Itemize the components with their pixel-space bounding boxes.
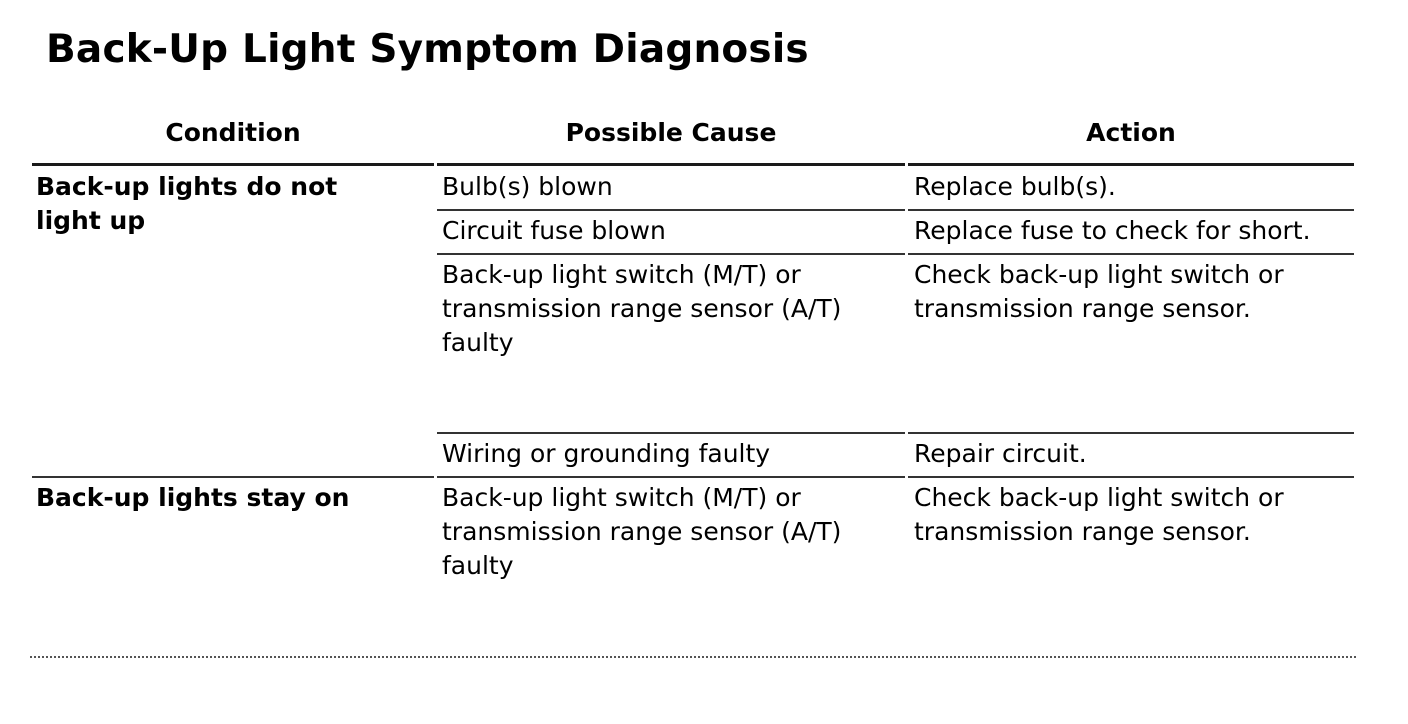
action-1-2-line-1: Replace fuse to check for short.	[914, 216, 1311, 245]
action-2-1-line-1: Check back-up light switch or	[914, 483, 1284, 512]
column-header-condition: Condition	[165, 118, 301, 147]
column-header-action: Action	[1086, 118, 1176, 147]
page-title: Back-Up Light Symptom Diagnosis	[46, 27, 809, 72]
row-rule	[32, 476, 434, 478]
cause-1-3-line-1: Back-up light switch (M/T) or	[442, 260, 801, 289]
row-rule	[908, 476, 1354, 478]
item-rule	[437, 209, 905, 211]
header-rule-cause	[437, 163, 905, 166]
column-header-possible-cause: Possible Cause	[565, 118, 777, 147]
condition-row-1-line-1: Back-up lights do not	[36, 172, 338, 201]
cause-1-1-line-1: Bulb(s) blown	[442, 172, 613, 201]
item-rule	[437, 432, 905, 434]
item-rule	[908, 253, 1354, 255]
cause-1-3-line-2: transmission range sensor (A/T)	[442, 294, 842, 323]
item-rule	[908, 209, 1354, 211]
condition-row-2-line-1: Back-up lights stay on	[36, 483, 350, 512]
item-rule	[437, 253, 905, 255]
cause-2-1-line-2: transmission range sensor (A/T)	[442, 517, 842, 546]
row-rule	[437, 476, 905, 478]
action-2-1-line-2: transmission range sensor.	[914, 517, 1251, 546]
item-rule	[908, 432, 1354, 434]
cause-2-1-line-1: Back-up light switch (M/T) or	[442, 483, 801, 512]
action-1-3-line-1: Check back-up light switch or	[914, 260, 1284, 289]
action-1-4-line-1: Repair circuit.	[914, 439, 1087, 468]
cause-1-2-line-1: Circuit fuse blown	[442, 216, 666, 245]
cause-2-1-line-3: faulty	[442, 551, 514, 580]
table-bottom-rule	[30, 656, 1356, 658]
cause-1-4-line-1: Wiring or grounding faulty	[442, 439, 771, 468]
action-1-1-line-1: Replace bulb(s).	[914, 172, 1116, 201]
header-rule-condition	[32, 163, 434, 166]
cause-1-3-line-3: faulty	[442, 328, 514, 357]
action-1-3-line-2: transmission range sensor.	[914, 294, 1251, 323]
condition-row-1-line-2: light up	[36, 206, 146, 235]
header-rule-action	[908, 163, 1354, 166]
